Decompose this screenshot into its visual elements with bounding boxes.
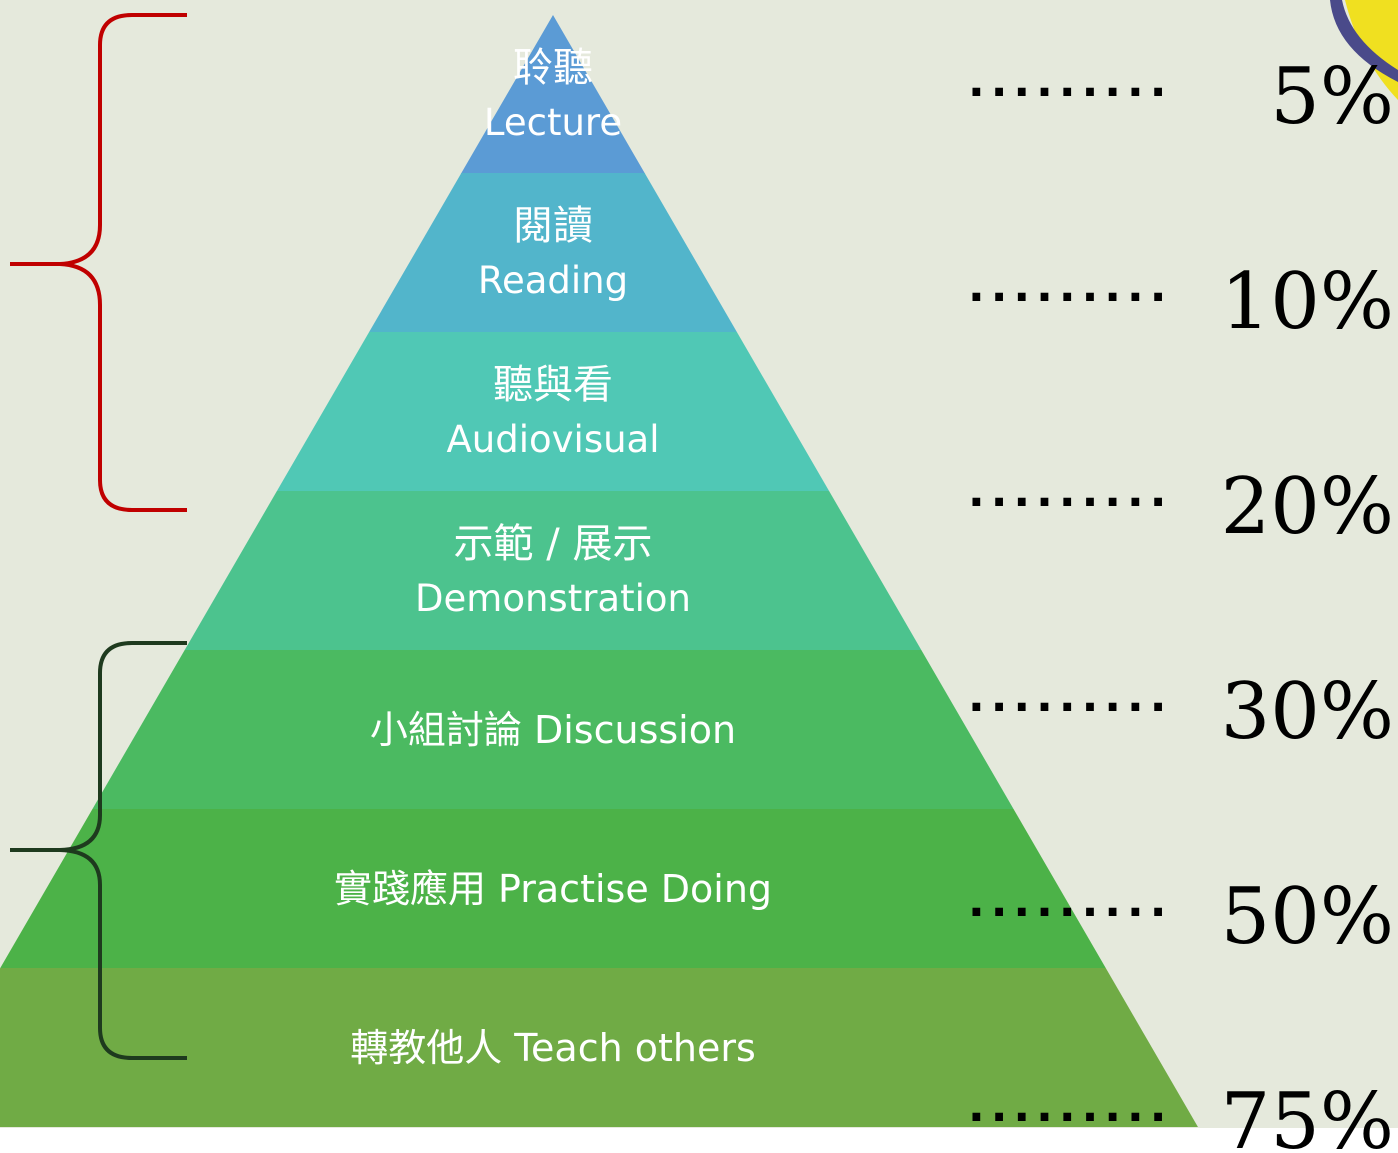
corner-decoration <box>1330 0 1398 100</box>
retention-percent: 10% <box>1221 257 1394 347</box>
pyramid-layer-4 <box>184 491 922 650</box>
layer-label-english: Reading <box>478 259 628 302</box>
lower-brace <box>10 641 187 1060</box>
pyramid-layer-1 <box>460 15 646 174</box>
dotted-leader: ········· <box>968 1092 1172 1143</box>
dotted-leader: ········· <box>968 477 1172 528</box>
layer-label-english: Lecture <box>484 101 622 144</box>
layer-label: 實踐應用 Practise Doing <box>334 867 772 911</box>
retention-percent: 5% <box>1270 52 1394 142</box>
corner-ring-shape <box>1330 0 1398 82</box>
retention-percent: 30% <box>1221 667 1394 757</box>
pyramid-layer-2 <box>369 173 737 332</box>
pyramid-layer-6 <box>0 809 1106 968</box>
pyramid-layer-7 <box>0 968 1198 1127</box>
retention-percent: 50% <box>1221 872 1394 962</box>
upper-brace <box>10 13 187 512</box>
pyramid-layer-3 <box>276 332 830 491</box>
retention-rates: ········· 5% ········· 10% ········· 20% ·····… <box>968 52 1394 1153</box>
layer-label-chinese: 閱讀 <box>513 203 593 249</box>
layer-label-chinese: 聆聽 <box>513 45 593 91</box>
dotted-leader: ········· <box>968 272 1172 323</box>
layer-labels: 聆聽 Lecture 閱讀 Reading 聽與看 Audiovisual 示範 / 展示 D… <box>334 45 772 1070</box>
layer-label-chinese: 示範 / 展示 <box>454 521 653 567</box>
layer-label: 小組討論 Discussion <box>370 708 736 752</box>
pyramid-layers <box>0 15 1198 1127</box>
retention-percent: 20% <box>1221 462 1394 552</box>
bottom-strip <box>0 1128 1398 1153</box>
layer-label-english: Demonstration <box>415 577 691 620</box>
pyramid-layer-5 <box>92 650 1014 809</box>
layer-label: 轉教他人 Teach others <box>350 1026 756 1070</box>
dotted-leader: ········· <box>968 887 1172 938</box>
retention-percent: 75% <box>1221 1077 1394 1153</box>
layer-label-english: Audiovisual <box>446 418 659 461</box>
dotted-leader: ········· <box>968 682 1172 733</box>
dotted-leader: ········· <box>968 67 1172 118</box>
layer-label-chinese: 聽與看 <box>493 362 613 408</box>
